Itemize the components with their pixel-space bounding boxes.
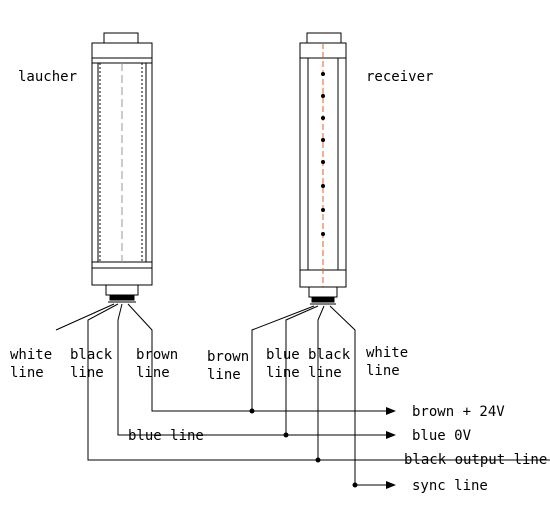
arrow-blue (386, 431, 396, 439)
junction-black (315, 457, 321, 463)
receiver-wires (251, 305, 388, 486)
output-blue-0v-label: blue 0V (412, 428, 472, 444)
output-black-line-label: black output line (404, 452, 548, 468)
receiver-connector (308, 286, 338, 298)
arrowheads (386, 407, 396, 489)
junction-blue (283, 432, 289, 438)
blue-line-label: blue line (128, 428, 204, 444)
receiver-connector-band (311, 296, 335, 303)
junction-dots (249, 408, 358, 488)
arrow-sync (386, 481, 396, 489)
junction-sync (352, 482, 358, 488)
launcher-label: laucher (18, 69, 78, 85)
receiver-blue-wire (285, 305, 388, 436)
receiver-black-line-label: black line (308, 347, 351, 381)
receiver-label: receiver (366, 69, 434, 85)
launcher-unit (91, 32, 153, 303)
launcher-white-line-label: white line (10, 347, 53, 381)
receiver-brown-wire (251, 305, 315, 411)
launcher-connector-band (109, 294, 135, 301)
launcher-white-wire (55, 303, 115, 331)
output-sync-line-label: sync line (412, 478, 488, 494)
launcher-brown-line-label: brown line (136, 347, 179, 381)
receiver-white-line-label: white line (366, 345, 409, 379)
arrow-brown (386, 407, 396, 415)
launcher-top-cap (103, 32, 139, 44)
launcher-connector (105, 284, 139, 296)
launcher-brown-wire (127, 303, 388, 412)
receiver-top-cap (306, 32, 342, 44)
launcher-wires (55, 303, 550, 461)
receiver-brown-line-label: brown line (207, 349, 250, 383)
launcher-black-line-label: black line (70, 347, 113, 381)
junction-brown (249, 408, 255, 414)
receiver-blue-line-label: blue line (266, 347, 300, 381)
receiver-unit (299, 32, 347, 305)
output-brown-24v-label: brown + 24V (412, 404, 505, 420)
launcher-blue-wire (117, 303, 178, 436)
receiver-detector-dots (321, 72, 325, 236)
receiver-white-wire (329, 305, 388, 486)
receiver-black-wire (317, 305, 325, 460)
